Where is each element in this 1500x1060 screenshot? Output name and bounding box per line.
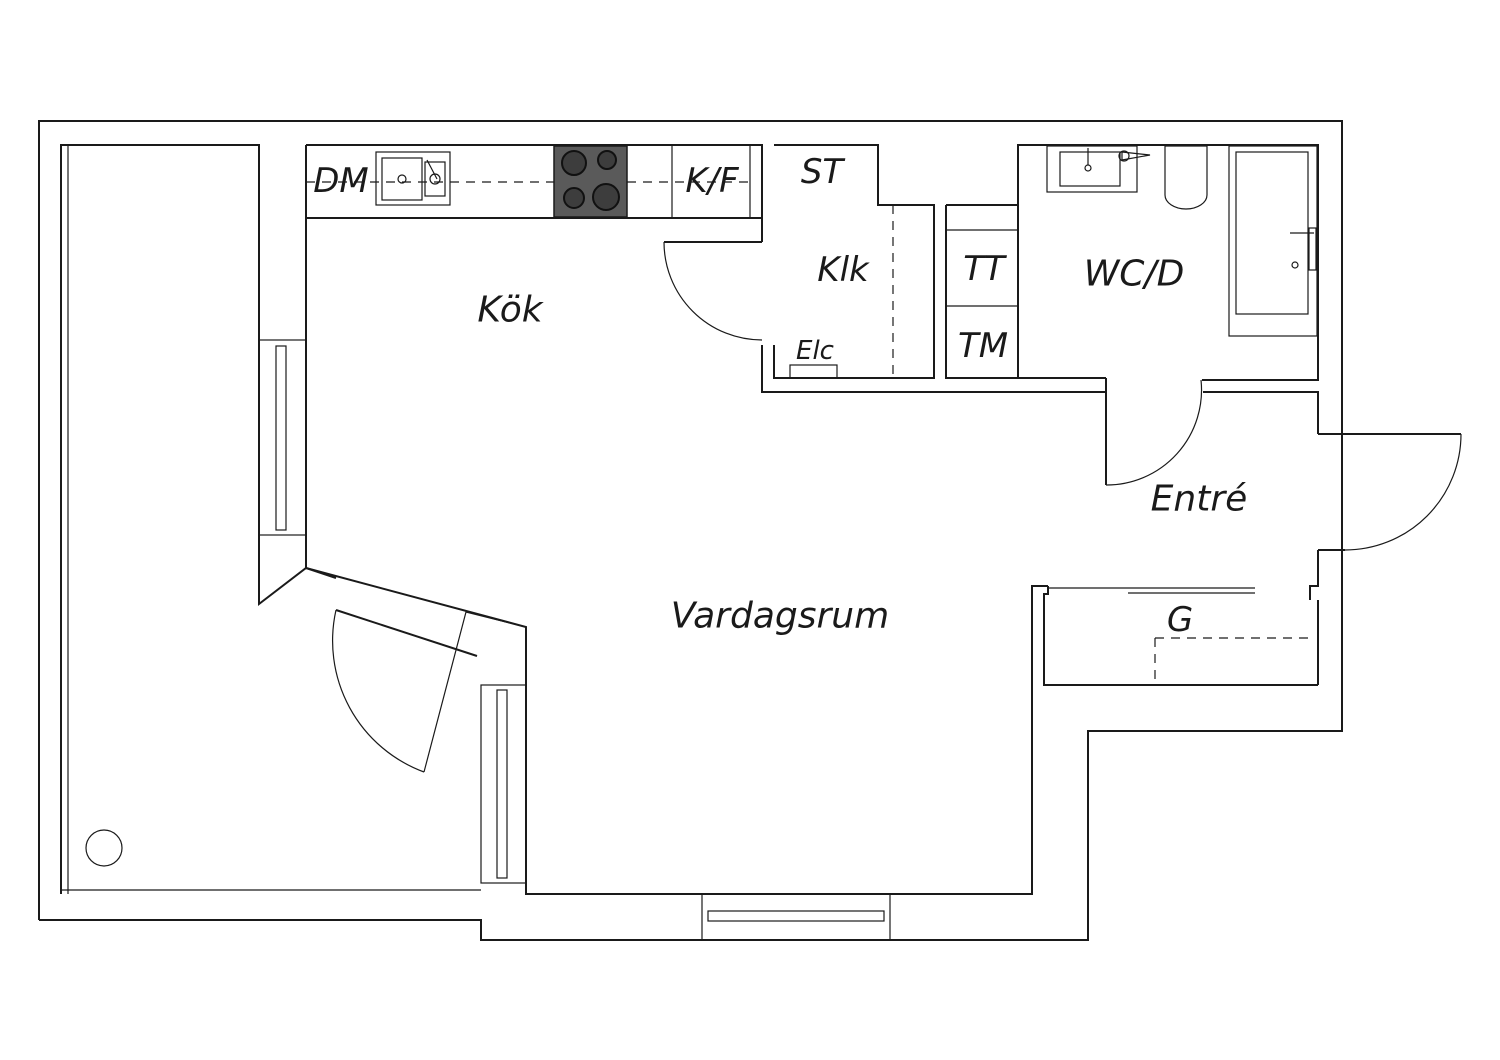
apartment-walls <box>305 144 1319 895</box>
bathroom-fixtures <box>1046 145 1318 337</box>
fixture-label-storage: ST <box>801 152 846 192</box>
room-label-entrance: Entré <box>1151 479 1248 520</box>
living-window <box>701 893 891 941</box>
wardrobe <box>1043 586 1318 686</box>
toilet-icon <box>1164 145 1208 210</box>
balcony-window-lower <box>480 684 527 884</box>
floor-drain-icon <box>85 829 123 867</box>
electrical-panel-icon <box>789 364 838 379</box>
closet-door[interactable] <box>663 241 763 341</box>
entrance-door[interactable] <box>1318 433 1462 551</box>
kitchen-counter <box>306 145 751 218</box>
fixture-label-wardrobe: G <box>1167 600 1193 640</box>
fixture-label-washing-machine: TM <box>958 326 1008 366</box>
washbasin-icon <box>1046 145 1138 193</box>
balcony-window-upper <box>258 339 307 536</box>
fixture-label-tumble-dryer: TT <box>963 249 1007 289</box>
bathtub-icon <box>1228 145 1318 337</box>
balcony <box>60 144 527 894</box>
sink-drain-icon <box>397 174 407 184</box>
fixture-label-fridge-freezer: K/F <box>685 161 739 201</box>
fixture-label-electrical: Elc <box>796 336 834 366</box>
room-label-kitchen: Kök <box>477 290 544 331</box>
room-label-closet: Klk <box>817 250 870 290</box>
closet-shelf <box>789 205 894 379</box>
outer-walls <box>38 120 1343 941</box>
bathroom-door[interactable] <box>1105 378 1203 486</box>
balcony-door[interactable] <box>332 609 527 773</box>
room-label-bathroom: WC/D <box>1084 254 1185 295</box>
fixture-label-dishwasher: DM <box>313 161 369 201</box>
room-label-living-room: Vardagsrum <box>671 596 889 637</box>
